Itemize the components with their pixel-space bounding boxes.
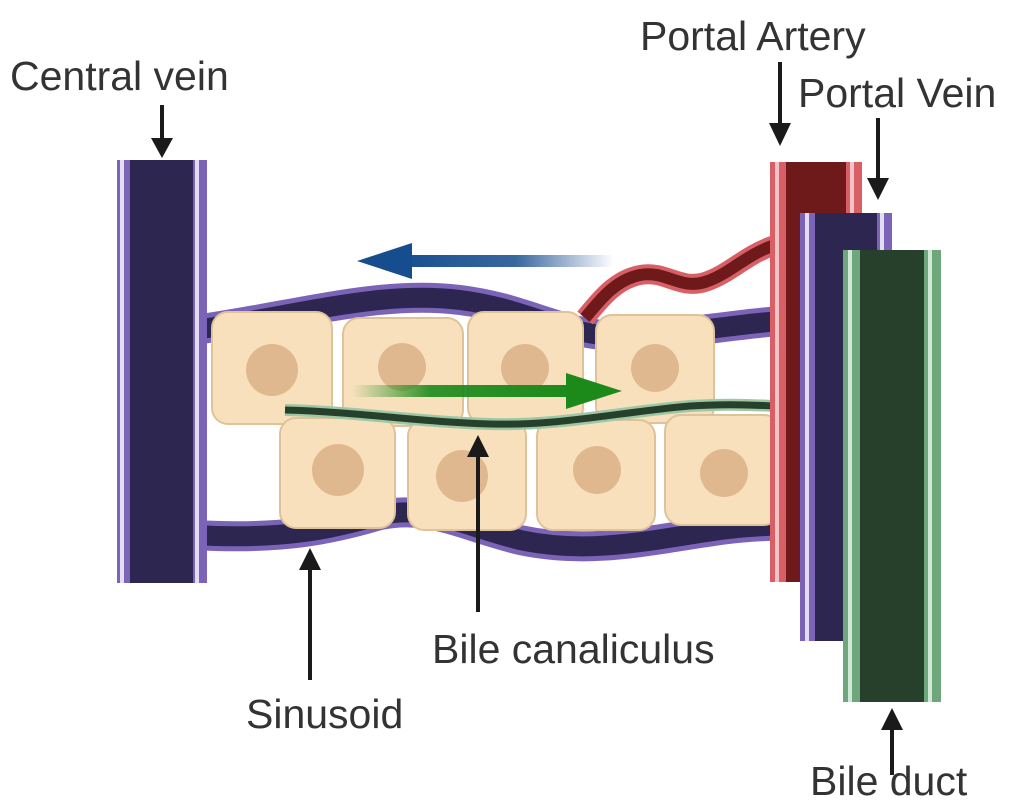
blood-flow-arrow <box>357 243 614 279</box>
nucleus <box>501 344 549 392</box>
nucleus <box>573 446 621 494</box>
portal-artery-label: Portal Artery <box>640 13 866 59</box>
bile-duct-label: Bile duct <box>810 758 968 803</box>
portal-vein-pointer <box>867 118 889 200</box>
hepatocyte <box>280 418 395 528</box>
sinusoid-label: Sinusoid <box>246 691 403 737</box>
bile-duct <box>843 250 941 702</box>
portal-vein-label: Portal Vein <box>798 70 996 116</box>
bile-canaliculus-label: Bile canaliculus <box>432 626 715 672</box>
sinusoid-pointer <box>299 548 321 680</box>
portal-artery-pointer <box>769 62 791 146</box>
nucleus <box>631 344 679 392</box>
nucleus <box>700 449 748 497</box>
nucleus <box>378 343 426 391</box>
central-vein-label: Central vein <box>10 53 229 99</box>
hepatocyte <box>408 420 526 530</box>
nucleus <box>436 450 488 502</box>
hepatocyte <box>468 312 583 424</box>
central-vein <box>117 160 207 583</box>
hepatocyte <box>665 415 780 525</box>
nucleus <box>312 444 364 496</box>
central-vein-pointer <box>151 105 173 158</box>
hepatocyte <box>537 420 655 530</box>
nucleus <box>246 344 298 396</box>
